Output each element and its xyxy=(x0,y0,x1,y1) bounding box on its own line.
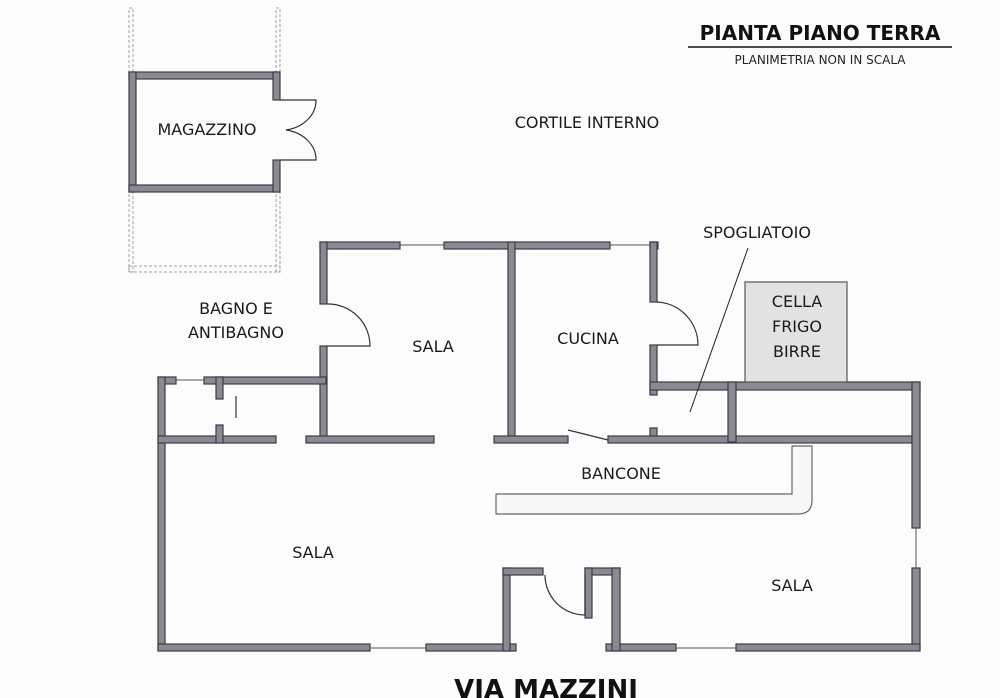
label-bagno-line2: ANTIBAGNO xyxy=(188,323,284,342)
label-cella-line3: BIRRE xyxy=(773,342,821,361)
plan-subtitle: PLANIMETRIA NON IN SCALA xyxy=(734,53,906,67)
label-cella-line1: CELLA xyxy=(772,292,822,311)
doors xyxy=(235,301,699,616)
street-label: VIA MAZZINI xyxy=(454,675,638,698)
label-sala-right: SALA xyxy=(771,576,813,595)
label-bagno-line1: BAGNO E xyxy=(199,299,273,318)
magazzino-double-door xyxy=(280,99,317,161)
magazzino-walls xyxy=(128,7,281,273)
label-sala-top: SALA xyxy=(412,337,454,356)
label-bancone: BANCONE xyxy=(581,464,661,483)
bancone-counter xyxy=(495,445,813,515)
label-cortile-interno: CORTILE INTERNO xyxy=(515,113,660,132)
windows xyxy=(176,244,917,649)
label-cella-line2: FRIGO xyxy=(772,317,822,336)
label-spogliatoio: SPOGLIATOIO xyxy=(703,223,811,242)
cella-frigo-box xyxy=(744,281,848,383)
label-cucina: CUCINA xyxy=(557,329,619,348)
label-sala-main: SALA xyxy=(292,543,334,562)
plan-title: PIANTA PIANO TERRA xyxy=(700,21,941,45)
spogliatoio-leader-line xyxy=(689,247,749,413)
building-walls xyxy=(157,241,921,652)
label-magazzino: MAGAZZINO xyxy=(157,120,256,139)
